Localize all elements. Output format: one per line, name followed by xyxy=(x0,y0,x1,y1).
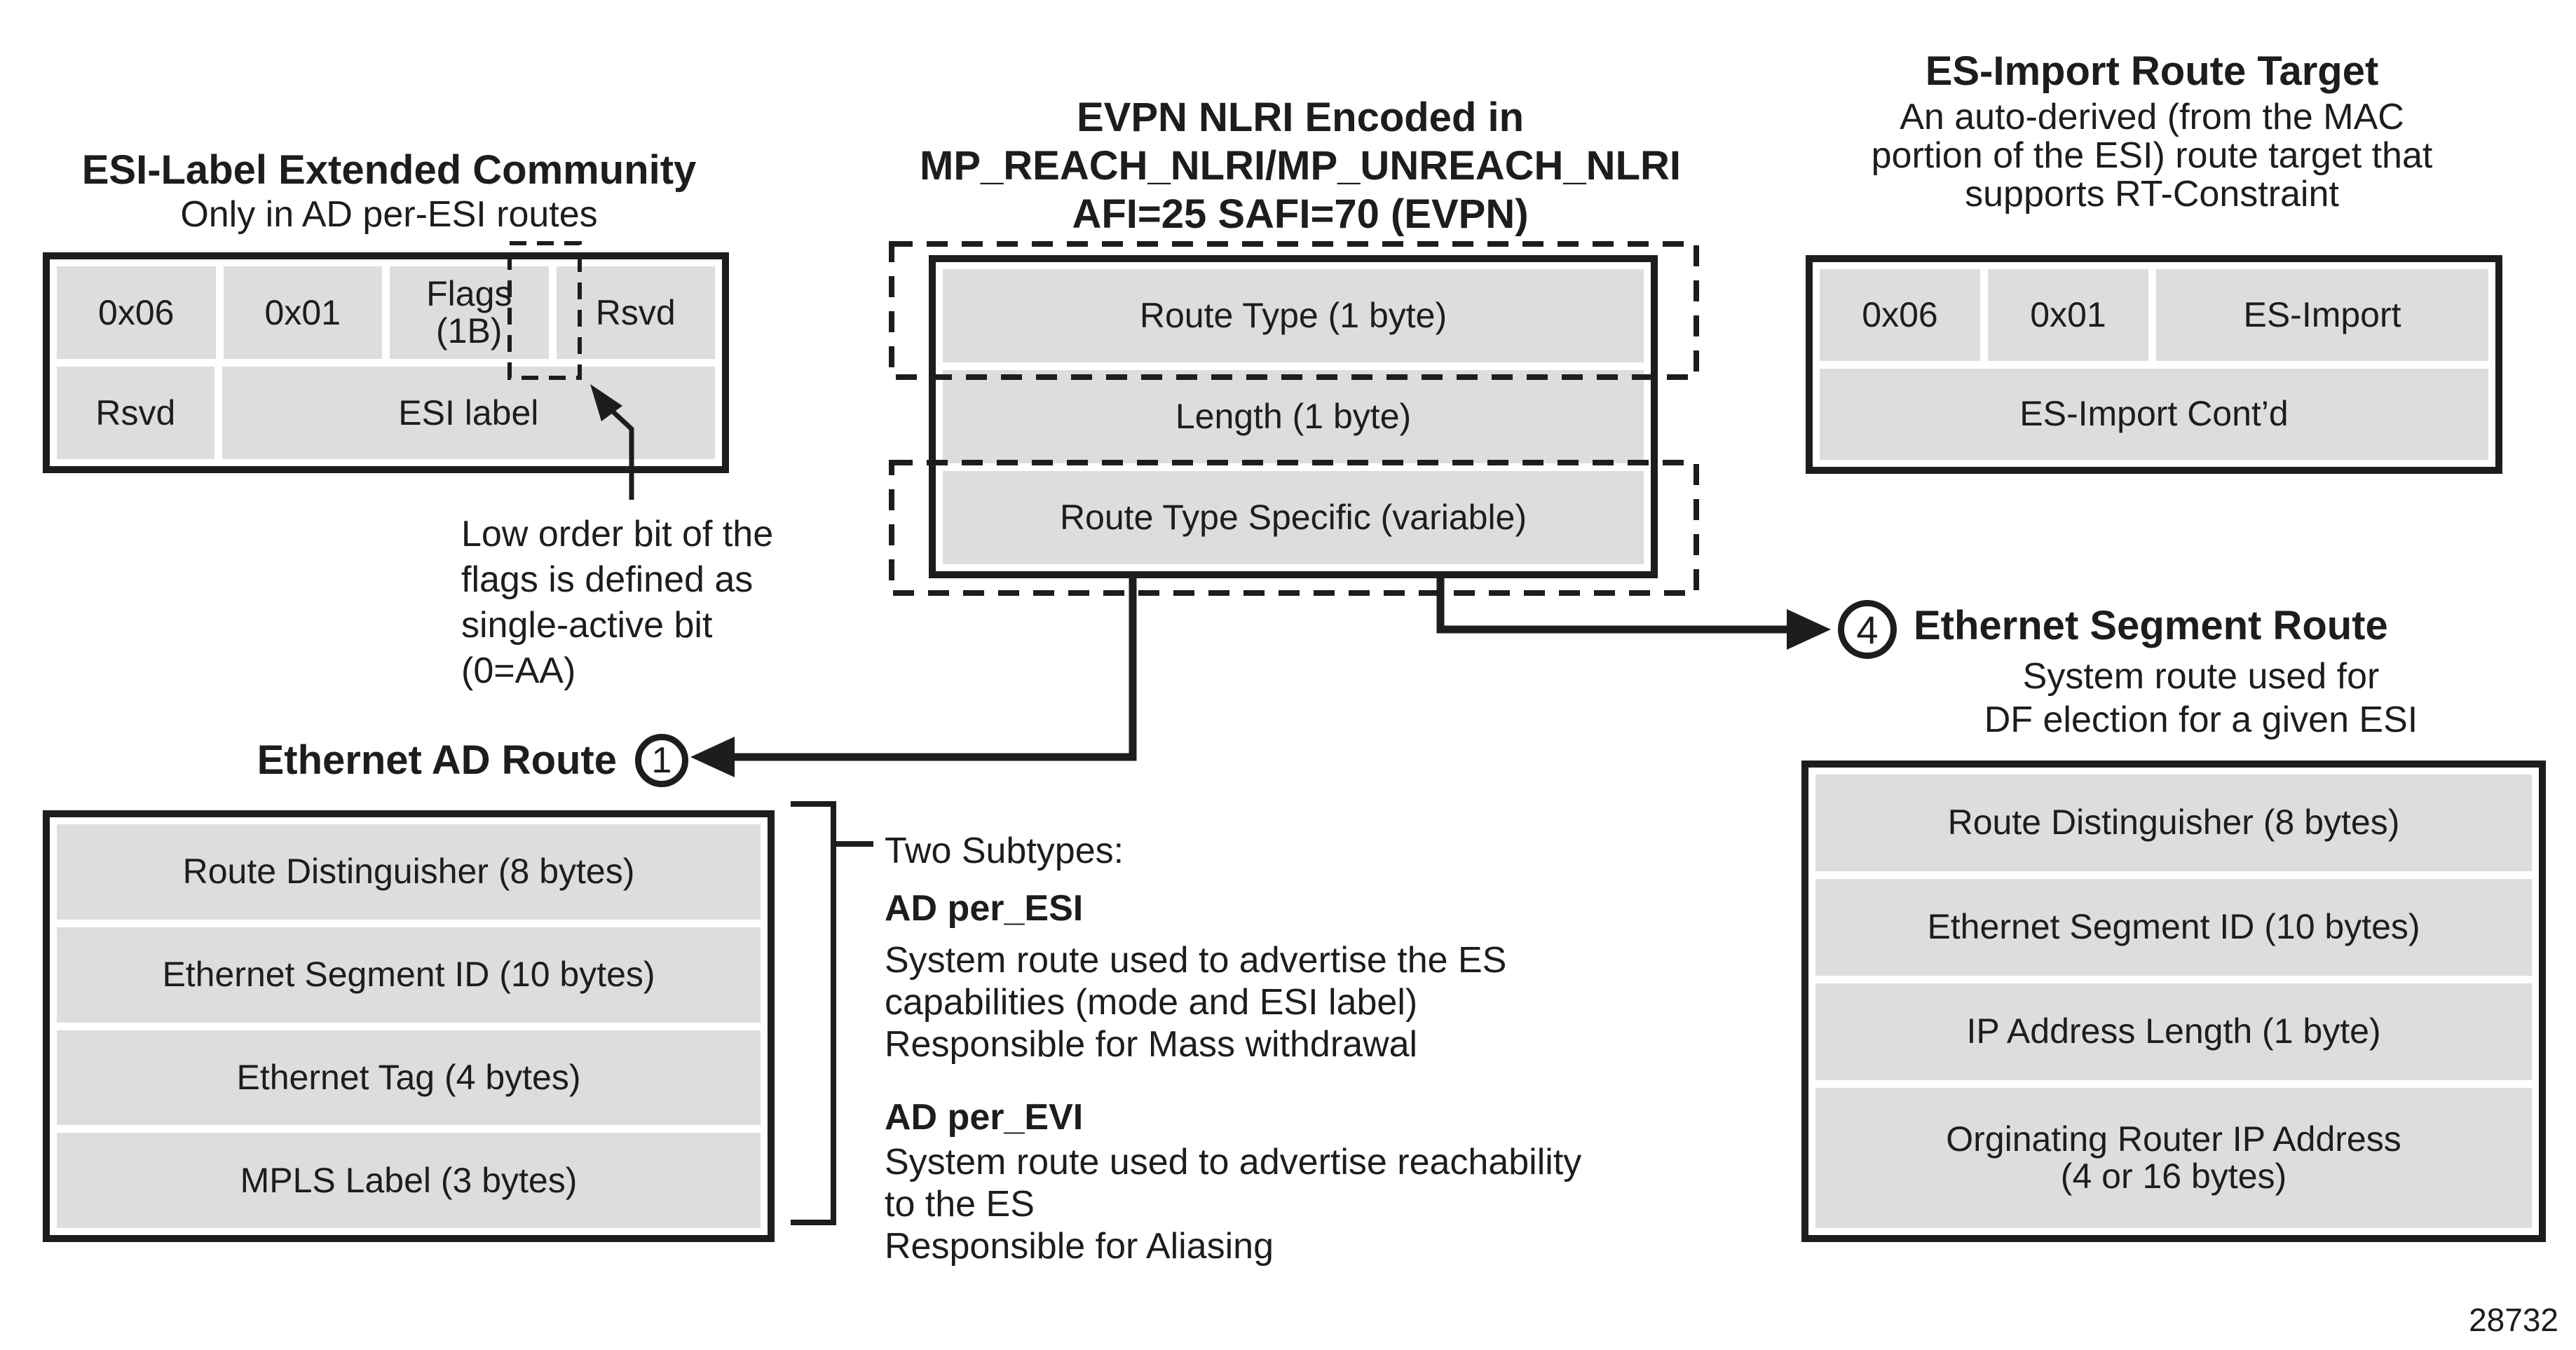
field-cell-route-distinguisher: Route Distinguisher (8 bytes) xyxy=(57,824,761,920)
flags-low-order-bit-note: Low order bit of the flags is defined as… xyxy=(461,514,774,691)
subtypes-heading: Two Subtypes: xyxy=(885,831,1124,871)
nlri-row-route-type: Route Type (1 byte) xyxy=(943,269,1644,362)
esi-community-table: 0x06 0x01 Flags (1B) Rsvd Rsvd ESI label xyxy=(43,252,729,473)
nlri-row-route-type-specific: Route Type Specific (variable) xyxy=(943,471,1644,564)
subtype-ad-per-evi-description: System route used to advertise reachabil… xyxy=(885,1142,1582,1267)
field-cell-subtype: 0x01 xyxy=(223,266,382,359)
subtype-ad-per-evi-name: AD per_EVI xyxy=(885,1097,1084,1138)
field-cell-es-import-contd: ES-Import Cont’d xyxy=(1820,368,2488,460)
nlri-table: Route Type (1 byte) Length (1 byte) Rout… xyxy=(929,255,1658,578)
ad-route-row: MPLS Label (3 bytes) xyxy=(57,1133,761,1228)
es-import-subtitle: An auto-derived (from the MAC portion of… xyxy=(1871,97,2433,214)
connector-to-route-type-4 xyxy=(1436,575,1789,634)
es-route-row: Ethernet Segment ID (10 bytes) xyxy=(1815,878,2532,976)
es-import-row-2: ES-Import Cont’d xyxy=(1820,368,2488,460)
field-cell-type: 0x06 xyxy=(1820,269,1980,361)
esi-community-row-2: Rsvd ESI label xyxy=(57,367,715,459)
esi-community-subtitle: Only in AD per-ESI routes xyxy=(180,194,598,235)
esi-community-row-1: 0x06 0x01 Flags (1B) Rsvd xyxy=(57,266,715,359)
field-cell-rsvd: Rsvd xyxy=(556,266,715,359)
field-cell-route-distinguisher: Route Distinguisher (8 bytes) xyxy=(1815,775,2532,871)
field-cell-mpls-label: MPLS Label (3 bytes) xyxy=(57,1133,761,1228)
ad-route-row: Ethernet Segment ID (10 bytes) xyxy=(57,927,761,1023)
field-cell-ip-address-length: IP Address Length (1 byte) xyxy=(1815,983,2532,1080)
arrowhead-left-icon xyxy=(690,737,735,777)
es-route-title: Ethernet Segment Route xyxy=(1914,603,2388,648)
es-import-table: 0x06 0x01 ES-Import ES-Import Cont’d xyxy=(1806,255,2502,474)
subtypes-bracket xyxy=(791,801,836,1225)
subtype-ad-per-esi-description: System route used to advertise the ES ca… xyxy=(885,940,1507,1065)
nlri-title: EVPN NLRI Encoded in MP_REACH_NLRI/MP_UN… xyxy=(920,95,1681,237)
field-cell-ethernet-tag: Ethernet Tag (4 bytes) xyxy=(57,1030,761,1126)
field-cell-route-type-specific: Route Type Specific (variable) xyxy=(943,471,1644,564)
arrowhead-right-icon xyxy=(1787,609,1831,650)
ad-route-row: Ethernet Tag (4 bytes) xyxy=(57,1030,761,1126)
ad-route-title: Ethernet AD Route xyxy=(257,737,617,783)
es-route-row: IP Address Length (1 byte) xyxy=(1815,983,2532,1080)
route-type-1-marker-icon: 1 xyxy=(635,734,688,787)
route-type-4-marker-icon: 4 xyxy=(1838,600,1897,659)
field-cell-ethernet-segment-id: Ethernet Segment ID (10 bytes) xyxy=(1815,878,2532,976)
figure-number: 28732 xyxy=(2469,1302,2558,1338)
esi-community-title: ESI-Label Extended Community xyxy=(81,147,697,193)
field-cell-length: Length (1 byte) xyxy=(943,370,1644,463)
field-cell-originating-router-ip: Orginating Router IP Address (4 or 16 by… xyxy=(1815,1087,2532,1229)
es-route-subtitle: System route used for DF election for a … xyxy=(1984,656,2418,740)
field-cell-rsvd2: Rsvd xyxy=(57,367,214,459)
field-cell-esi-label: ESI label xyxy=(222,367,715,459)
field-cell-route-type: Route Type (1 byte) xyxy=(943,269,1644,362)
ad-route-table: Route Distinguisher (8 bytes) Ethernet S… xyxy=(43,810,775,1242)
field-cell-type: 0x06 xyxy=(57,266,216,359)
es-import-title: ES-Import Route Target xyxy=(1925,48,2379,94)
field-cell-subtype: 0x01 xyxy=(1988,269,2148,361)
field-cell-flags: Flags (1B) xyxy=(390,266,549,359)
field-cell-ethernet-segment-id: Ethernet Segment ID (10 bytes) xyxy=(57,927,761,1023)
ad-route-row: Route Distinguisher (8 bytes) xyxy=(57,824,761,920)
subtype-ad-per-esi-name: AD per_ESI xyxy=(885,888,1084,929)
es-import-row-1: 0x06 0x01 ES-Import xyxy=(1820,269,2489,361)
es-route-row: Route Distinguisher (8 bytes) xyxy=(1815,775,2532,871)
nlri-row-length: Length (1 byte) xyxy=(943,370,1644,463)
es-route-row: Orginating Router IP Address (4 or 16 by… xyxy=(1815,1087,2532,1229)
es-route-table: Route Distinguisher (8 bytes) Ethernet S… xyxy=(1801,761,2546,1242)
field-cell-es-import: ES-Import xyxy=(2156,269,2489,361)
